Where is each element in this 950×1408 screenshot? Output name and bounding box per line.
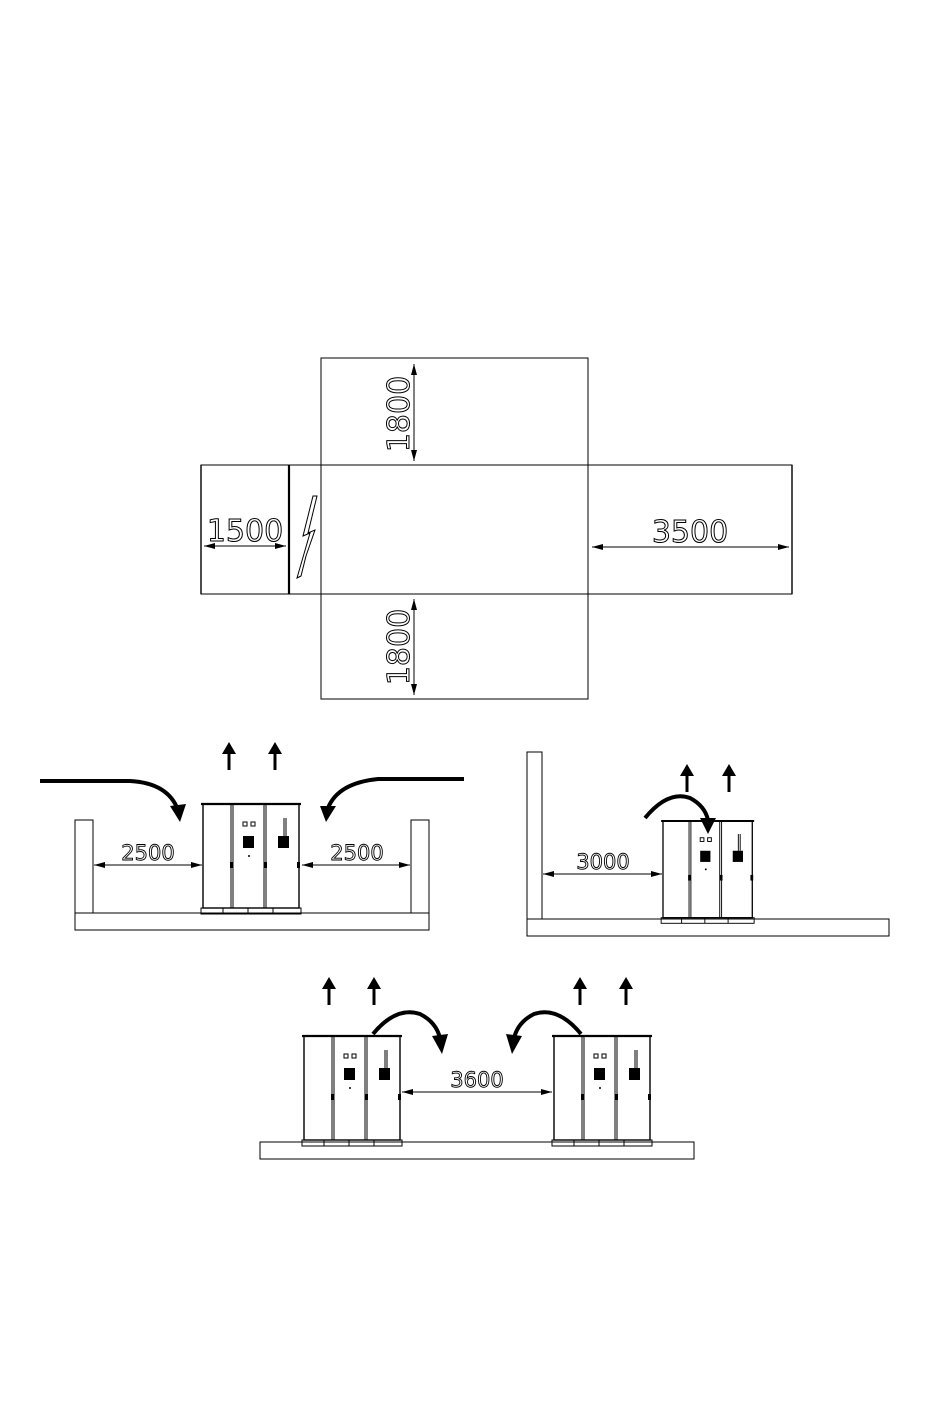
- exhaust-arrow-icon: [222, 742, 236, 770]
- air-recirculation-arrow: [645, 796, 708, 820]
- wall: [527, 752, 542, 919]
- dim-between-3600: 3600: [450, 1068, 503, 1092]
- dim-right-2500: 2500: [330, 841, 383, 865]
- exhaust-arrow-icon: [619, 977, 633, 1005]
- floor: [527, 919, 889, 936]
- cabinet-unit-left: [302, 1036, 402, 1146]
- dim-wall-3000: 3000: [576, 850, 629, 874]
- air-intake-right-arrow: [328, 779, 464, 808]
- section-two-walls: 2500 2500: [40, 742, 464, 930]
- bottom-clearance-zone: [321, 594, 588, 699]
- exhaust-arrow-icon: [322, 977, 336, 1005]
- exhaust-arrow-icon: [268, 742, 282, 770]
- lightning-icon: [297, 496, 317, 578]
- exhaust-arrow-icon: [722, 764, 736, 792]
- floor: [260, 1142, 694, 1159]
- exhaust-arrow-icon: [367, 977, 381, 1005]
- exhaust-arrow-icon: [573, 977, 587, 1005]
- top-clearance-zone: [321, 358, 588, 465]
- air-flow-right-arrow: [514, 1012, 581, 1038]
- left-wall: [75, 820, 93, 913]
- dim-right-3500: 3500: [652, 515, 728, 550]
- plan-view: 1800 1800 1500 3500: [201, 358, 792, 699]
- dim-bottom-1800: 1800: [382, 609, 417, 685]
- cabinet-unit-right: [552, 1036, 652, 1146]
- dim-top-1800: 1800: [382, 376, 417, 452]
- dim-left-2500: 2500: [121, 841, 174, 865]
- dim-left-1500: 1500: [207, 514, 283, 549]
- cabinet-unit: [201, 804, 301, 914]
- cabinet-unit: [661, 821, 754, 923]
- right-wall: [411, 820, 429, 913]
- air-flow-left-arrow: [373, 1012, 440, 1038]
- exhaust-arrow-icon: [680, 764, 694, 792]
- air-intake-left-arrow: [40, 781, 178, 810]
- section-two-units: 3600: [260, 977, 694, 1159]
- floor: [75, 913, 429, 930]
- section-one-wall: 3000: [527, 752, 889, 936]
